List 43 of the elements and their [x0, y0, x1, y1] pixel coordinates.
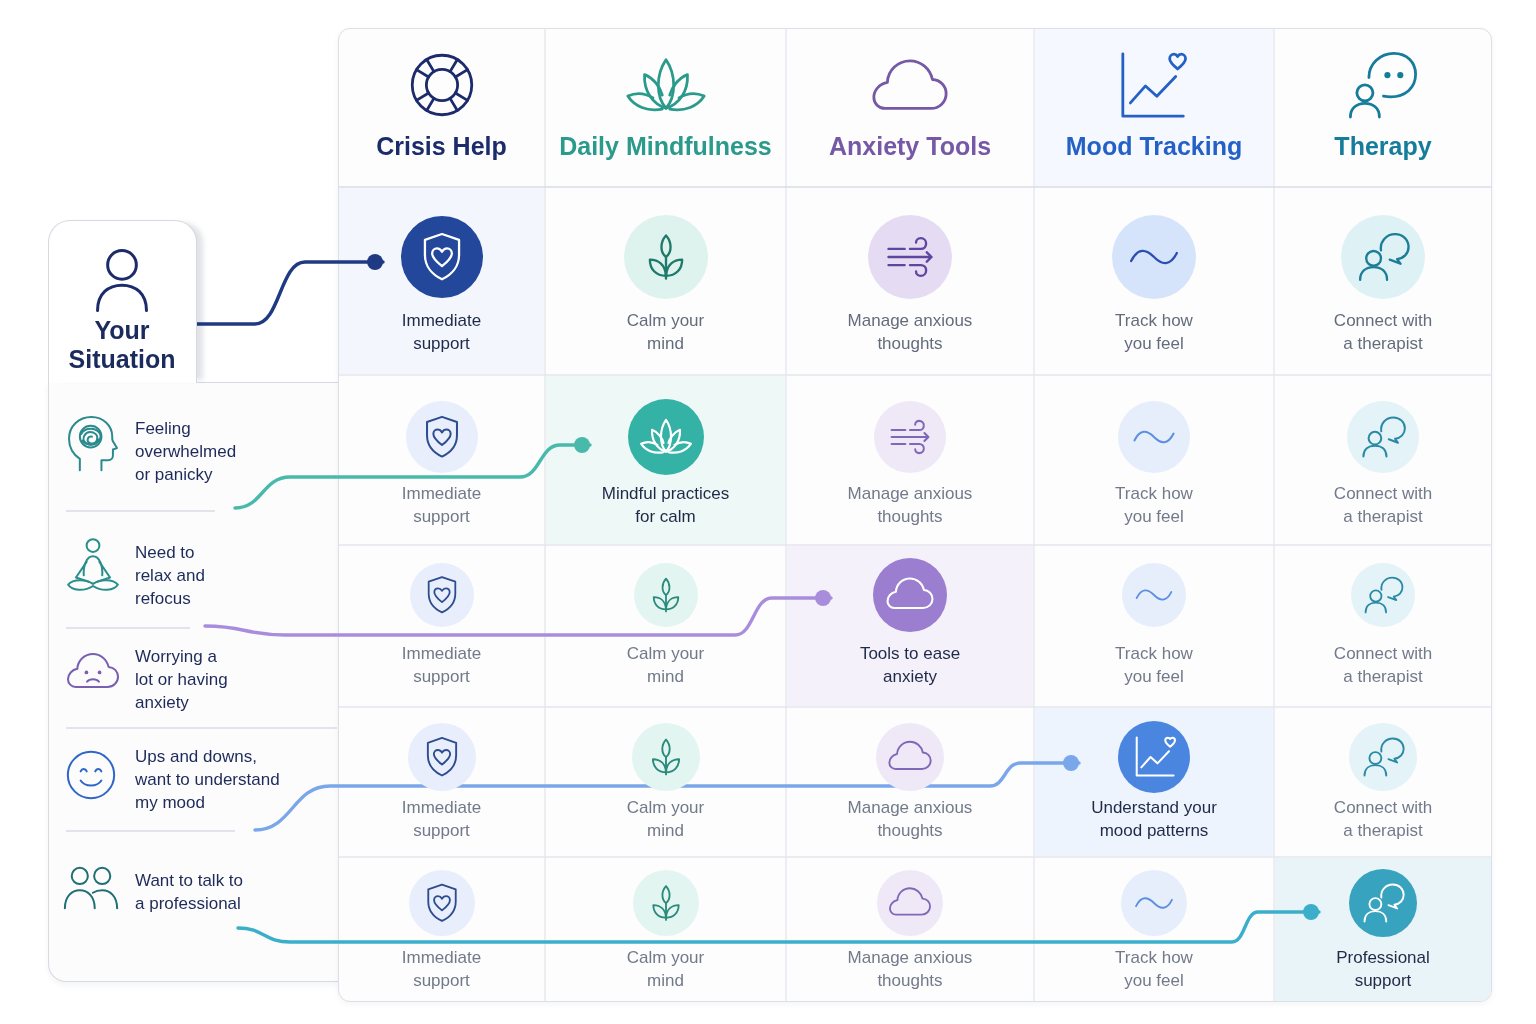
option-label: Connect with a therapist — [1332, 796, 1434, 842]
situation-text: Worrying a lot or having anxiety — [135, 645, 229, 714]
situation-text: Ups and downs, want to understand my mood — [135, 745, 281, 814]
option-label: Immediate support — [400, 482, 483, 528]
option-label: Connect with a therapist — [1332, 482, 1434, 528]
option-label: Calm your mind — [625, 309, 706, 355]
option-label: Immediate support — [400, 309, 483, 355]
column-header — [1035, 29, 1273, 186]
option-label: Track how you feel — [1114, 482, 1194, 528]
option-label: Immediate support — [400, 946, 483, 992]
option-label: Calm your mind — [625, 642, 706, 688]
option-label: Manage anxious thoughts — [846, 946, 974, 992]
option-label: Mindful practices for calm — [600, 482, 731, 528]
column-title: Crisis Help — [375, 131, 508, 162]
option-label: Manage anxious thoughts — [846, 309, 974, 355]
situation-text: Need to relax and refocus — [135, 541, 206, 610]
option-label: Immediate support — [400, 642, 483, 688]
situation-text: Feeling overwhelmed or panicky — [135, 417, 238, 486]
column-title: Therapy — [1333, 131, 1433, 162]
option-label: Track how you feel — [1114, 309, 1194, 355]
panel-tab — [48, 220, 197, 383]
option-label: Calm your mind — [625, 796, 706, 842]
connector-line — [236, 904, 1321, 944]
option-label: Professional support — [1335, 946, 1431, 992]
option-label: Track how you feel — [1114, 946, 1194, 992]
option-label: Immediate support — [400, 796, 483, 842]
column-title: Anxiety Tools — [827, 131, 993, 162]
option-label: Connect with a therapist — [1332, 642, 1434, 688]
panel-title: Your Situation — [67, 316, 177, 374]
option-label: Connect with a therapist — [1332, 309, 1434, 355]
column-title: Mood Tracking — [1064, 131, 1244, 162]
option-label: Track how you feel — [1114, 642, 1194, 688]
option-label: Manage anxious thoughts — [846, 482, 974, 528]
option-label: Tools to ease anxiety — [858, 642, 962, 688]
column-title: Daily Mindfulness — [558, 131, 773, 162]
situation-text: Want to talk to a professional — [135, 869, 245, 915]
option-label: Calm your mind — [625, 946, 706, 992]
connector-line — [195, 254, 385, 326]
connector-line — [253, 755, 1081, 832]
connector-line — [233, 437, 592, 510]
connector-line — [203, 590, 833, 637]
option-label: Understand your mood patterns — [1090, 796, 1218, 842]
option-label: Manage anxious thoughts — [846, 796, 974, 842]
